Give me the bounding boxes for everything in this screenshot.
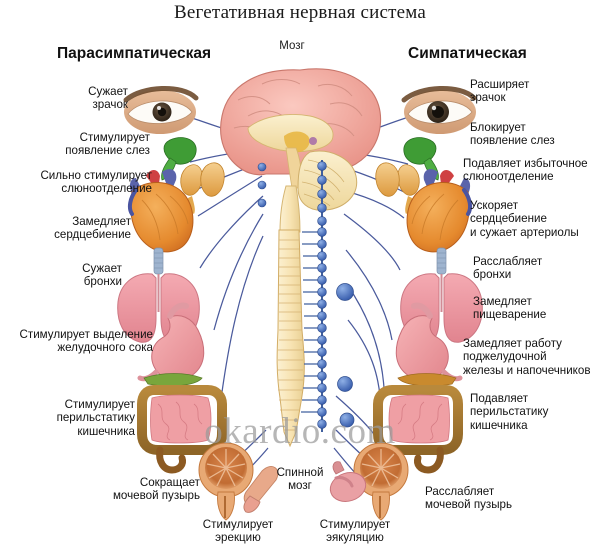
label-para-bronchi: Сужает бронхи xyxy=(82,262,122,289)
brain-illustration xyxy=(220,68,382,233)
spinal-cord-illustration xyxy=(276,229,305,448)
label-symp-bladder: Расслабляет мочевой пузырь xyxy=(425,485,513,512)
label-para-gut: Стимулирует перильстатику кишечника xyxy=(56,398,135,438)
label-symp-tears: Блокирует появление слез xyxy=(470,121,555,148)
testis-illustration xyxy=(329,461,367,502)
label-symp-ejaculation: Стимулирует эякуляцию xyxy=(319,518,391,545)
sympathetic-ganglion-chain xyxy=(257,160,355,432)
pancreas-illustration xyxy=(397,373,457,387)
penis-illustration xyxy=(243,466,279,513)
heart-illustration xyxy=(127,169,194,253)
label-symp-pancreas: Замедляет работу поджелудочной железы и … xyxy=(463,337,591,377)
label-para-tears: Стимулирует появление слез xyxy=(65,131,150,158)
label-symp-gut: Подавляет перильстатику кишечника xyxy=(470,392,549,432)
column-header-sympathetic: Симпатическая xyxy=(408,45,527,62)
label-para-bladder: Сокращает мочевой пузырь xyxy=(112,476,200,503)
label-symp-bronchi: Расслабляет бронхи xyxy=(473,255,543,282)
eye-illustration xyxy=(123,86,199,134)
label-para-heart: Замедляет сердцебиение xyxy=(54,215,131,242)
page-title: Вегетативная нервная система xyxy=(174,2,426,23)
label-para-gastric: Стимулирует выделение желудочного сока xyxy=(19,328,153,355)
salivary-glands-illustration xyxy=(180,162,225,214)
label-brain: Мозг xyxy=(279,40,305,52)
heart-illustration xyxy=(406,169,473,253)
eye-illustration xyxy=(401,86,477,134)
label-symp-digestion: Замедляет пищеварение xyxy=(473,295,547,322)
intestines-illustration xyxy=(137,385,227,474)
label-para-saliva: Сильно стимулирует слюноотделение xyxy=(40,169,152,196)
label-symp-pupil: Расширяет зрачок xyxy=(470,78,530,105)
bladder-illustration xyxy=(353,442,409,521)
label-para-erection: Стимулирует эрекцию xyxy=(202,518,274,545)
salivary-glands-illustration xyxy=(375,162,420,214)
column-header-parasympathetic: Парасимпатическая xyxy=(57,45,212,62)
label-symp-saliva: Подавляет избыточное слюноотделение xyxy=(463,157,588,184)
label-spinal-cord: Спинной мозг xyxy=(276,466,324,493)
bladder-illustration xyxy=(198,442,254,521)
pancreas-illustration xyxy=(143,373,203,387)
label-para-pupil: Сужает зрачок xyxy=(88,85,128,112)
label-symp-heart: Ускоряет сердцебиение и сужает артериолы xyxy=(470,199,579,239)
